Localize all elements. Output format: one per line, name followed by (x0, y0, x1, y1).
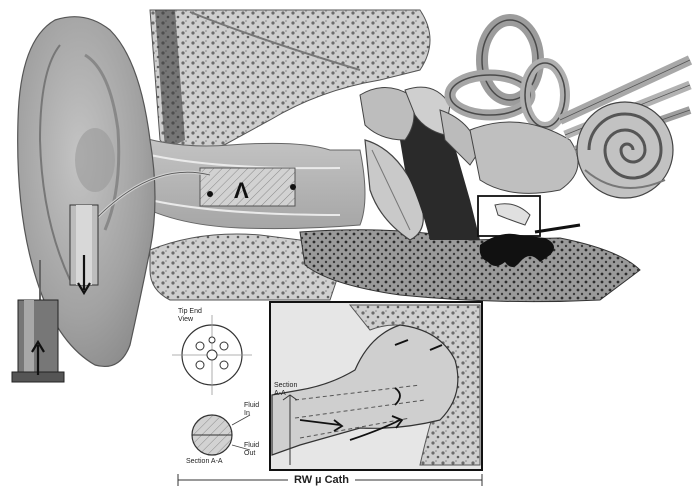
semicircular-canals (450, 20, 578, 193)
cochlea (577, 102, 673, 198)
section-a-a-view (192, 415, 250, 455)
caption-rw-cath: RW µ Cath (288, 474, 355, 486)
label-section-top: Section A-A (274, 382, 297, 398)
tip-end-view (172, 315, 252, 395)
label-fluid-in: Fluid In (244, 402, 259, 418)
label-tip-end-view: Tip End View (178, 308, 202, 324)
label-fluid-out: Fluid Out (244, 442, 259, 458)
inset-detail (270, 302, 482, 470)
label-caret: Λ (234, 180, 249, 202)
label-section-bottom: Section A-A (186, 458, 223, 466)
temporal-bone-lower (150, 230, 640, 302)
